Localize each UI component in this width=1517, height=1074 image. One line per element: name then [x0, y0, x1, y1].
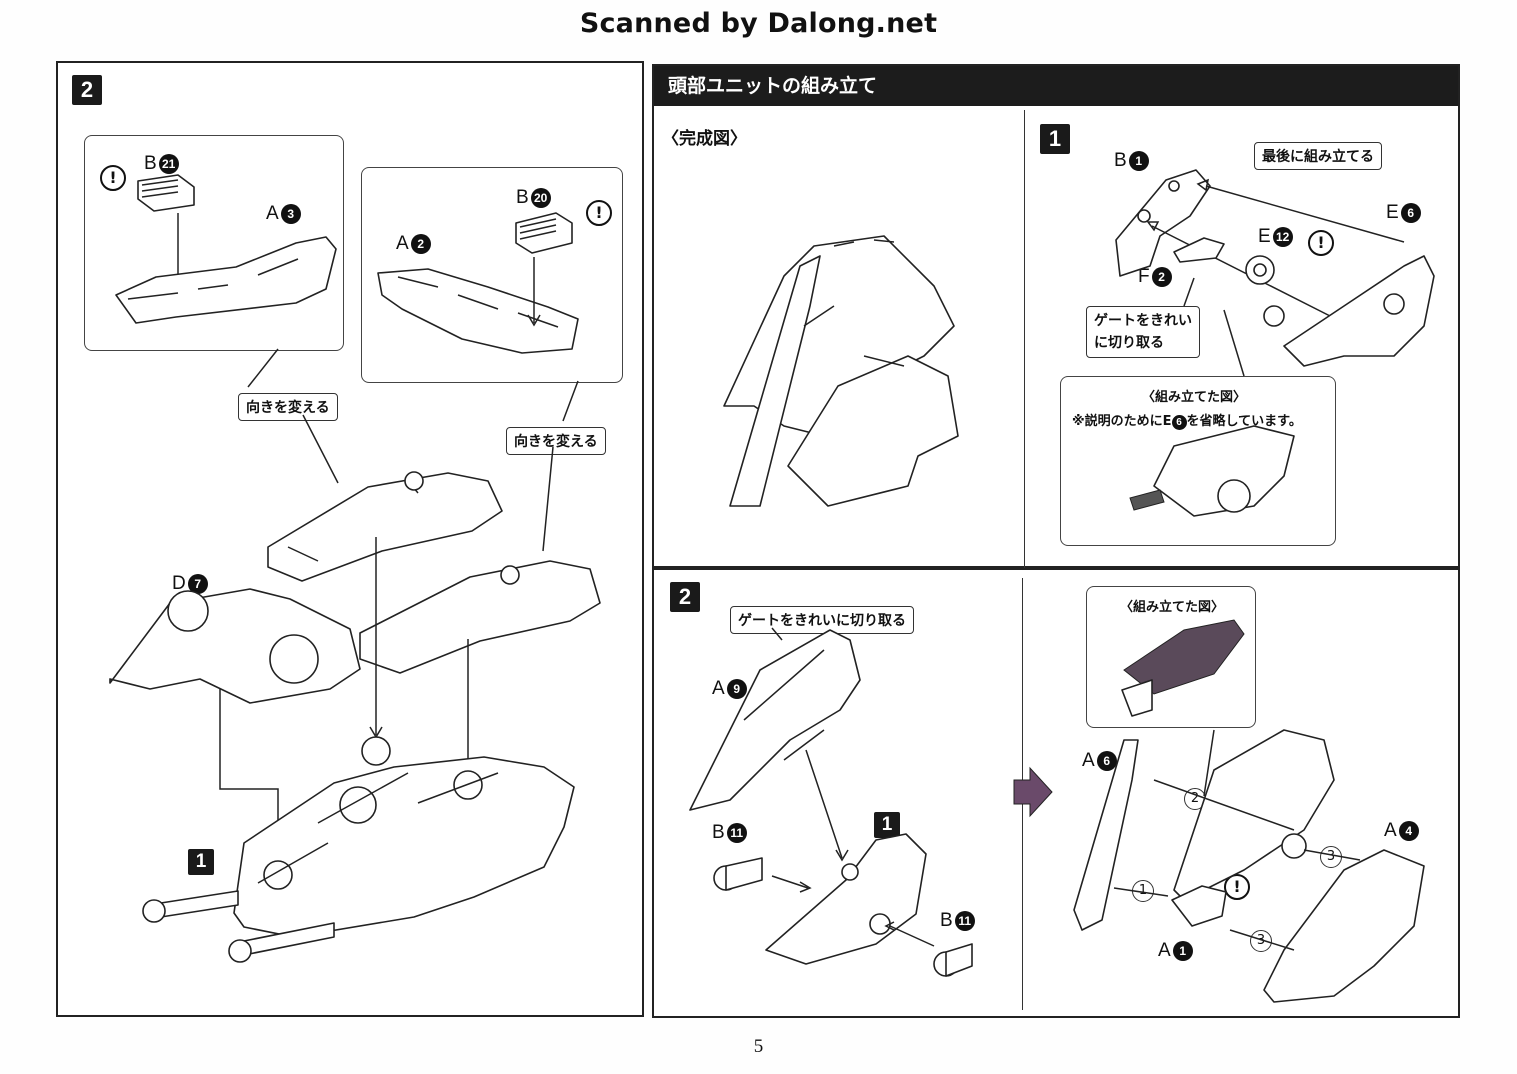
- warning-icon: !: [586, 200, 612, 226]
- warning-icon: !: [100, 165, 126, 191]
- step-badge: 2: [72, 75, 102, 105]
- callout-turn-left: 向きを変える: [238, 393, 338, 421]
- assembled-title: 〈組み立てた図〉: [1142, 390, 1247, 405]
- sub-step-badge: 1: [874, 812, 900, 838]
- order-marker-3: 3: [1250, 930, 1272, 952]
- part-b21-drawing: [137, 174, 195, 212]
- section-title: 頭部ユニットの組み立て: [654, 66, 1458, 106]
- sub-step-badge: 1: [188, 849, 214, 875]
- callout-cut-gate: ゲートをきれい に切り取る: [1086, 306, 1200, 358]
- step2-3-parts-diagram: [689, 619, 1425, 1003]
- completed-label: 〈完成図〉: [662, 129, 747, 149]
- page-number: 5: [753, 1036, 764, 1057]
- callout-assemble-last: 最後に組み立てる: [1254, 142, 1382, 170]
- warning-icon: !: [1308, 230, 1334, 256]
- callout-turn-right: 向きを変える: [506, 427, 606, 455]
- completed-head-diagram: [723, 235, 959, 507]
- divider: [1024, 110, 1025, 570]
- step-badge: 1: [1040, 124, 1070, 154]
- scanner-header: Scanned by Dalong.net: [579, 8, 938, 39]
- left-parts-diagram: [109, 174, 601, 963]
- callout-cut-gate: ゲートをきれいに切り取る: [730, 606, 914, 634]
- step1-parts-diagram: [1115, 169, 1435, 517]
- assembled-title: 〈組み立てた図〉: [1120, 600, 1225, 615]
- step-badge: 2: [670, 582, 700, 612]
